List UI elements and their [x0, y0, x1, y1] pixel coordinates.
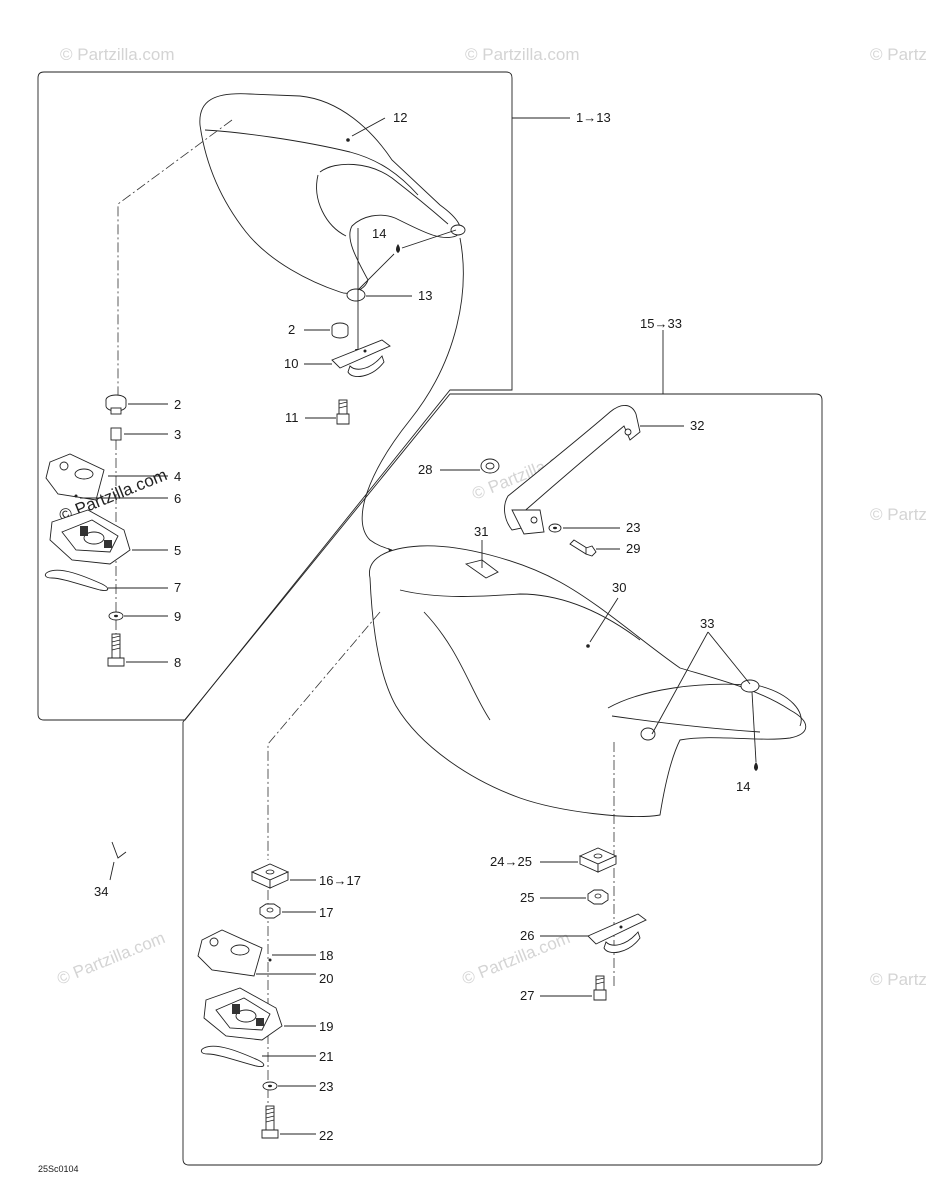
callout-21: 21 [319, 1049, 333, 1064]
callout-19: 19 [319, 1019, 333, 1034]
callout-17: 17 [319, 905, 333, 920]
square-nut [578, 847, 618, 873]
watermark-text: © Partzilla.com [459, 928, 572, 989]
grab-handle [504, 405, 641, 535]
flat-washer [548, 523, 562, 533]
callout-9: 9 [174, 609, 181, 624]
group-label-passenger-seat: 15→33 [640, 316, 682, 331]
hex-nut [259, 903, 281, 919]
callout-14: 14 [736, 779, 750, 794]
watermark-text: © Partzilla.com [60, 45, 175, 64]
callout-28: 28 [418, 462, 432, 477]
watermark-text: © Partzilla.com [54, 928, 167, 989]
passenger-seat-frame [182, 393, 823, 1166]
latch-housing [203, 987, 283, 1041]
rubber-grommet [105, 394, 127, 415]
callout-32: 32 [690, 418, 704, 433]
spacer [110, 427, 122, 441]
flange-bolt [107, 633, 125, 667]
callout-10: 10 [284, 356, 298, 371]
callout-30: 30 [612, 580, 626, 595]
callout-7: 7 [174, 580, 181, 595]
watermark-text: © Partzilla.com [870, 970, 926, 989]
callout-11: 11 [285, 410, 299, 425]
adhesive-drop-icon [396, 244, 400, 253]
callout-6: 6 [174, 491, 181, 506]
callout-24-25: 24→25 [490, 854, 532, 869]
rubber-grommet [331, 322, 349, 339]
latch-housing [49, 509, 131, 565]
decal [464, 559, 499, 579]
clip [111, 841, 127, 859]
square-nut [250, 863, 290, 889]
hex-screw [569, 539, 597, 557]
callout-33: 33 [700, 616, 714, 631]
watermark-text: © Partzilla.com [465, 45, 580, 64]
latch-plate [197, 929, 263, 977]
callout-22: 22 [319, 1128, 333, 1143]
watermarks: © Partzilla.com © Partzilla.com © Partzi… [54, 45, 926, 989]
callout-25: 25 [520, 890, 534, 905]
release-cable [44, 569, 109, 591]
callout-4: 4 [174, 469, 181, 484]
callout-29: 29 [626, 541, 640, 556]
callout-2: 2 [288, 322, 295, 337]
callout-12: 12 [393, 110, 407, 125]
latch-bracket [587, 913, 647, 954]
callout-3: 3 [174, 427, 181, 442]
callout-20: 20 [319, 971, 333, 986]
passenger-seat [369, 545, 807, 817]
watermark-text: © Partzilla.com [870, 45, 926, 64]
callout-14: 14 [372, 226, 386, 241]
callout-34: 34 [94, 884, 108, 899]
diagram-code: 25Sc0104 [38, 1164, 79, 1174]
callout-5: 5 [174, 543, 181, 558]
callout-13: 13 [418, 288, 432, 303]
flat-washer [108, 611, 124, 621]
callout-18: 18 [319, 948, 333, 963]
rider-seat-frame [37, 71, 513, 721]
flat-washer [262, 1081, 278, 1091]
latch-bracket [331, 339, 391, 378]
hex-screw [336, 399, 350, 425]
release-cable [200, 1045, 265, 1067]
watermark-text: © Partzilla.com [870, 505, 926, 524]
callout-31: 31 [474, 524, 488, 539]
callout-23: 23 [319, 1079, 333, 1094]
rider-seat [199, 93, 466, 302]
callout-27: 27 [520, 988, 534, 1003]
callout-26: 26 [520, 928, 534, 943]
latch-plate [45, 453, 105, 501]
hex-nut [587, 889, 609, 905]
hex-screw [593, 975, 607, 1001]
callout-2: 2 [174, 397, 181, 412]
adhesive-drop-icon [754, 762, 758, 771]
callout-23: 23 [626, 520, 640, 535]
callout-8: 8 [174, 655, 181, 670]
flange-bolt [261, 1105, 279, 1139]
callout-16-17: 16→17 [319, 873, 361, 888]
group-label-rider-seat: 1→13 [576, 110, 611, 125]
rubber-bumper [480, 458, 500, 474]
